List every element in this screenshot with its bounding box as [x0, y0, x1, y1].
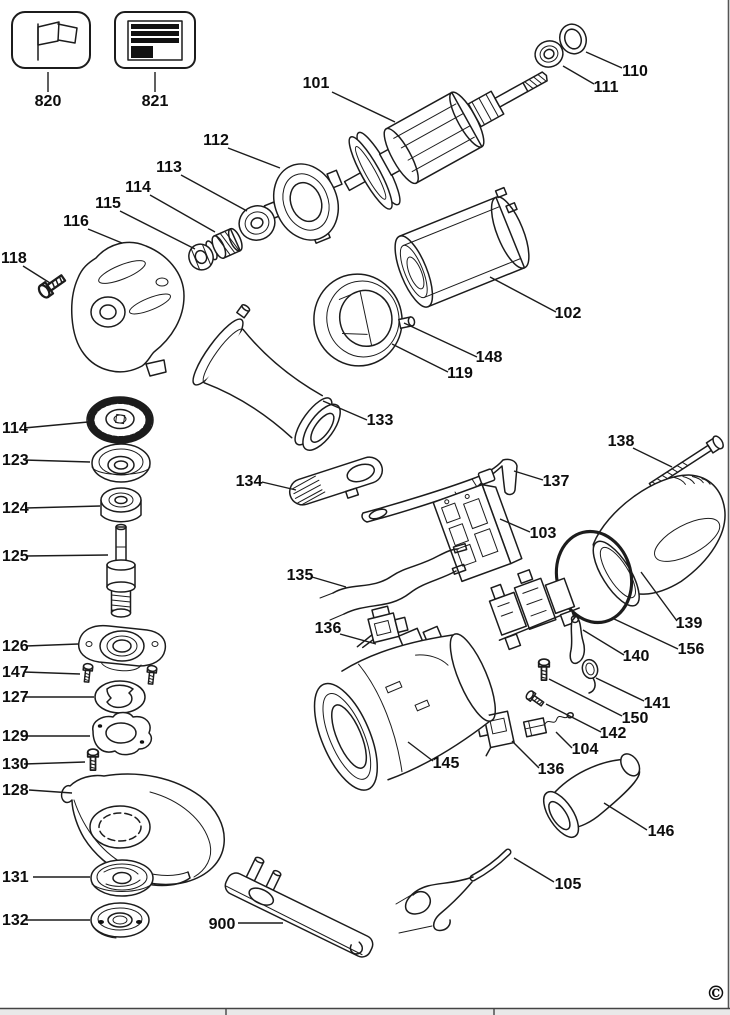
callout-131: 131 [2, 869, 29, 886]
part-112-bearing-plate [263, 163, 343, 244]
callout-132: 132 [2, 912, 29, 929]
callout-141: 141 [644, 695, 671, 712]
callout-156: 156 [678, 641, 705, 658]
part-114-pinion [205, 227, 243, 261]
callout-135: 135 [287, 567, 314, 584]
copyright-mark: © [706, 981, 726, 1005]
callout-136-low: 136 [538, 761, 565, 778]
leader-lines [22, 51, 679, 924]
callout-137: 137 [543, 473, 570, 490]
part-114-gear [86, 396, 154, 444]
callout-119: 119 [447, 365, 473, 382]
part-900-spanner-wrench [224, 856, 374, 958]
part-129-lock-plate [92, 711, 153, 756]
part-115-nut [188, 243, 214, 271]
callout-138: 138 [608, 433, 635, 450]
callout-111: 111 [594, 79, 619, 96]
part-126-bearing-flange [77, 624, 167, 672]
part-101-armature [343, 71, 548, 210]
part-124-bearing [100, 487, 142, 523]
callout-116: 116 [63, 213, 89, 230]
callout-145: 145 [433, 755, 460, 772]
part-142-screw [524, 689, 546, 709]
callout-142: 142 [600, 725, 627, 742]
callout-129: 129 [2, 728, 29, 745]
callout-115: 115 [95, 195, 121, 212]
callout-103: 103 [530, 525, 557, 542]
callout-820: 820 [35, 93, 62, 110]
callout-128: 128 [2, 782, 29, 799]
part-134-lock-slider [288, 456, 384, 506]
callout-105: 105 [555, 876, 582, 893]
callout-136-mid: 136 [315, 620, 342, 637]
part-118-screw [35, 271, 69, 301]
callout-139: 139 [676, 615, 703, 632]
callout-114-top: 114 [125, 179, 151, 196]
part-146-handle-grip [542, 753, 641, 839]
part-110-ring [559, 23, 587, 55]
part-140-lever [569, 614, 586, 665]
part-119-baffle [313, 273, 416, 367]
callout-130: 130 [2, 756, 29, 773]
part-147-screw-right [145, 664, 158, 686]
part-135-lead-wires [319, 542, 468, 621]
part-150-screw [537, 658, 551, 681]
part-127-retaining-ring [94, 680, 146, 714]
part-brush-holder-module [488, 569, 580, 651]
callout-102: 102 [555, 305, 582, 322]
callout-123: 123 [2, 452, 29, 469]
callout-147: 147 [2, 664, 29, 681]
callout-146: 146 [648, 823, 675, 840]
callout-821: 821 [142, 93, 169, 110]
part-103-switch [432, 468, 523, 583]
callout-127: 127 [2, 689, 29, 706]
part-130-screw [86, 748, 100, 771]
part-131-inner-flange [90, 859, 154, 897]
part-147-screw-left [81, 662, 94, 684]
part-128-wheel-guard [60, 773, 225, 887]
part-136-brush-holder-mid [356, 605, 409, 649]
part-141-clip [581, 658, 599, 694]
part-102-field [394, 186, 530, 308]
callout-133: 133 [367, 412, 394, 429]
part-133-side-handle [192, 304, 341, 451]
callout-125: 125 [2, 548, 29, 565]
callout-134: 134 [236, 473, 263, 490]
part-116-gear-housing [71, 241, 185, 377]
part-139-housing-cap [592, 474, 726, 607]
part-105-cord [395, 848, 512, 934]
footer-table-edge [0, 1007, 730, 1015]
nameplate-symbol-box [114, 11, 196, 69]
flag-symbol-box [11, 11, 91, 69]
part-113-bearing [238, 205, 276, 241]
callout-150: 150 [622, 710, 649, 727]
callout-126: 126 [2, 638, 29, 655]
part-104-carbon-brush [522, 711, 574, 738]
callout-118: 118 [1, 250, 27, 267]
part-111-bearing [534, 40, 564, 68]
part-145-motor-housing [313, 625, 496, 791]
callout-labels: 820 821 101 110 111 112 113 114 115 116 … [1, 63, 704, 933]
flag-icon [37, 21, 78, 61]
callout-112: 112 [203, 132, 229, 149]
part-132-clamp-nut [90, 902, 150, 939]
callout-148: 148 [476, 349, 503, 366]
part-123-washer [91, 443, 151, 483]
callout-114-left: 114 [2, 420, 28, 437]
callout-110: 110 [622, 63, 648, 80]
part-125-spindle [106, 523, 136, 618]
callout-900: 900 [209, 916, 236, 933]
nameplate-icon [127, 20, 183, 61]
callout-113: 113 [156, 159, 182, 176]
callout-140: 140 [623, 648, 650, 665]
callout-101: 101 [303, 75, 330, 92]
callout-104: 104 [572, 741, 599, 758]
callout-124: 124 [2, 500, 29, 517]
